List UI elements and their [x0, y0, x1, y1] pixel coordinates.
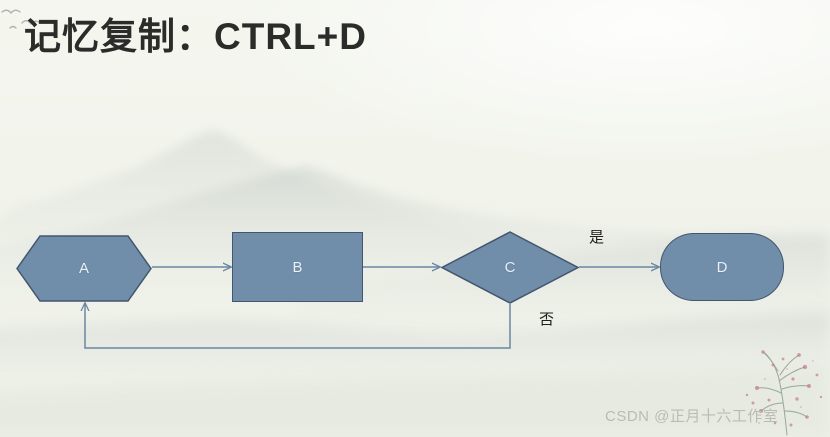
flow-node-c[interactable]: C	[441, 231, 579, 304]
diamond-shape-icon	[441, 231, 579, 304]
flow-node-d[interactable]: D	[660, 233, 784, 301]
csdn-watermark: CSDN @正月十六工作室	[605, 408, 779, 425]
birds-icon	[1, 9, 41, 29]
plum-blossom-icon	[745, 350, 823, 436]
branch-label-yes: 是	[589, 229, 605, 246]
branch-label-no: 否	[539, 311, 555, 328]
hexagon-shape-icon	[16, 235, 152, 302]
flow-node-b-label: B	[292, 258, 303, 276]
flow-node-d-label: D	[716, 258, 728, 276]
connector-c-to-a-loop	[85, 303, 511, 349]
flow-node-b[interactable]: B	[232, 232, 363, 302]
flow-node-a[interactable]: A	[16, 235, 152, 302]
page-title: 记忆复制：CTRL+D	[24, 16, 367, 57]
flow-node-c-label: C	[504, 259, 516, 276]
flow-node-a-label: A	[78, 260, 89, 277]
